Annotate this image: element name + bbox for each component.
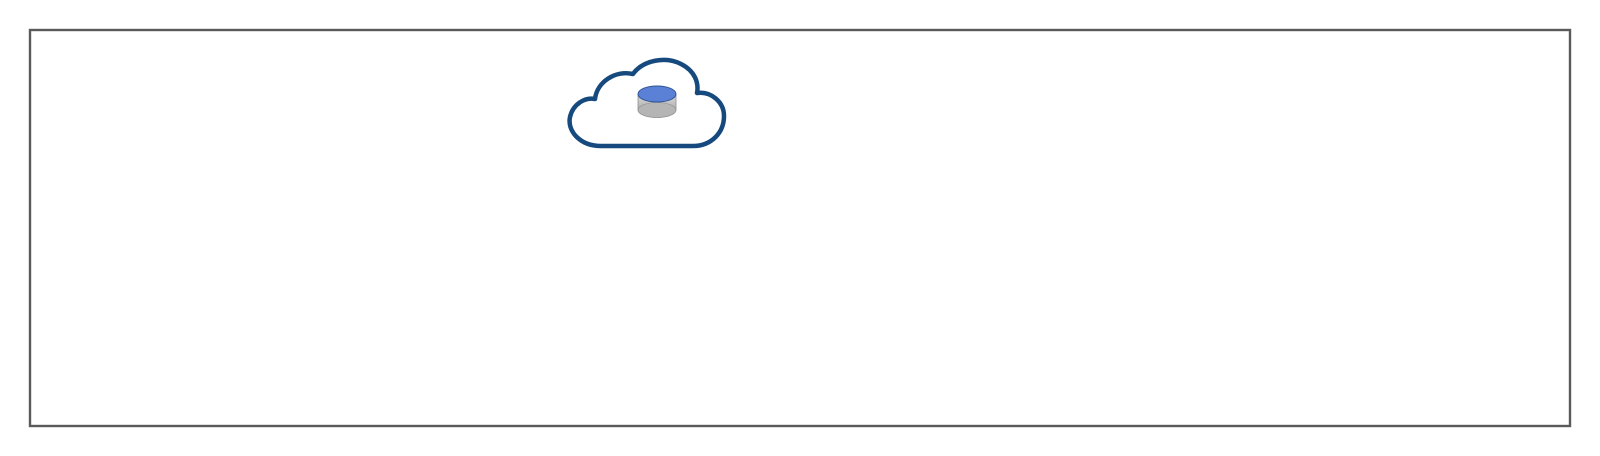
cloudvision-logo (567, 57, 727, 149)
diagram-frame (28, 28, 1572, 428)
eos-badge (637, 85, 677, 118)
